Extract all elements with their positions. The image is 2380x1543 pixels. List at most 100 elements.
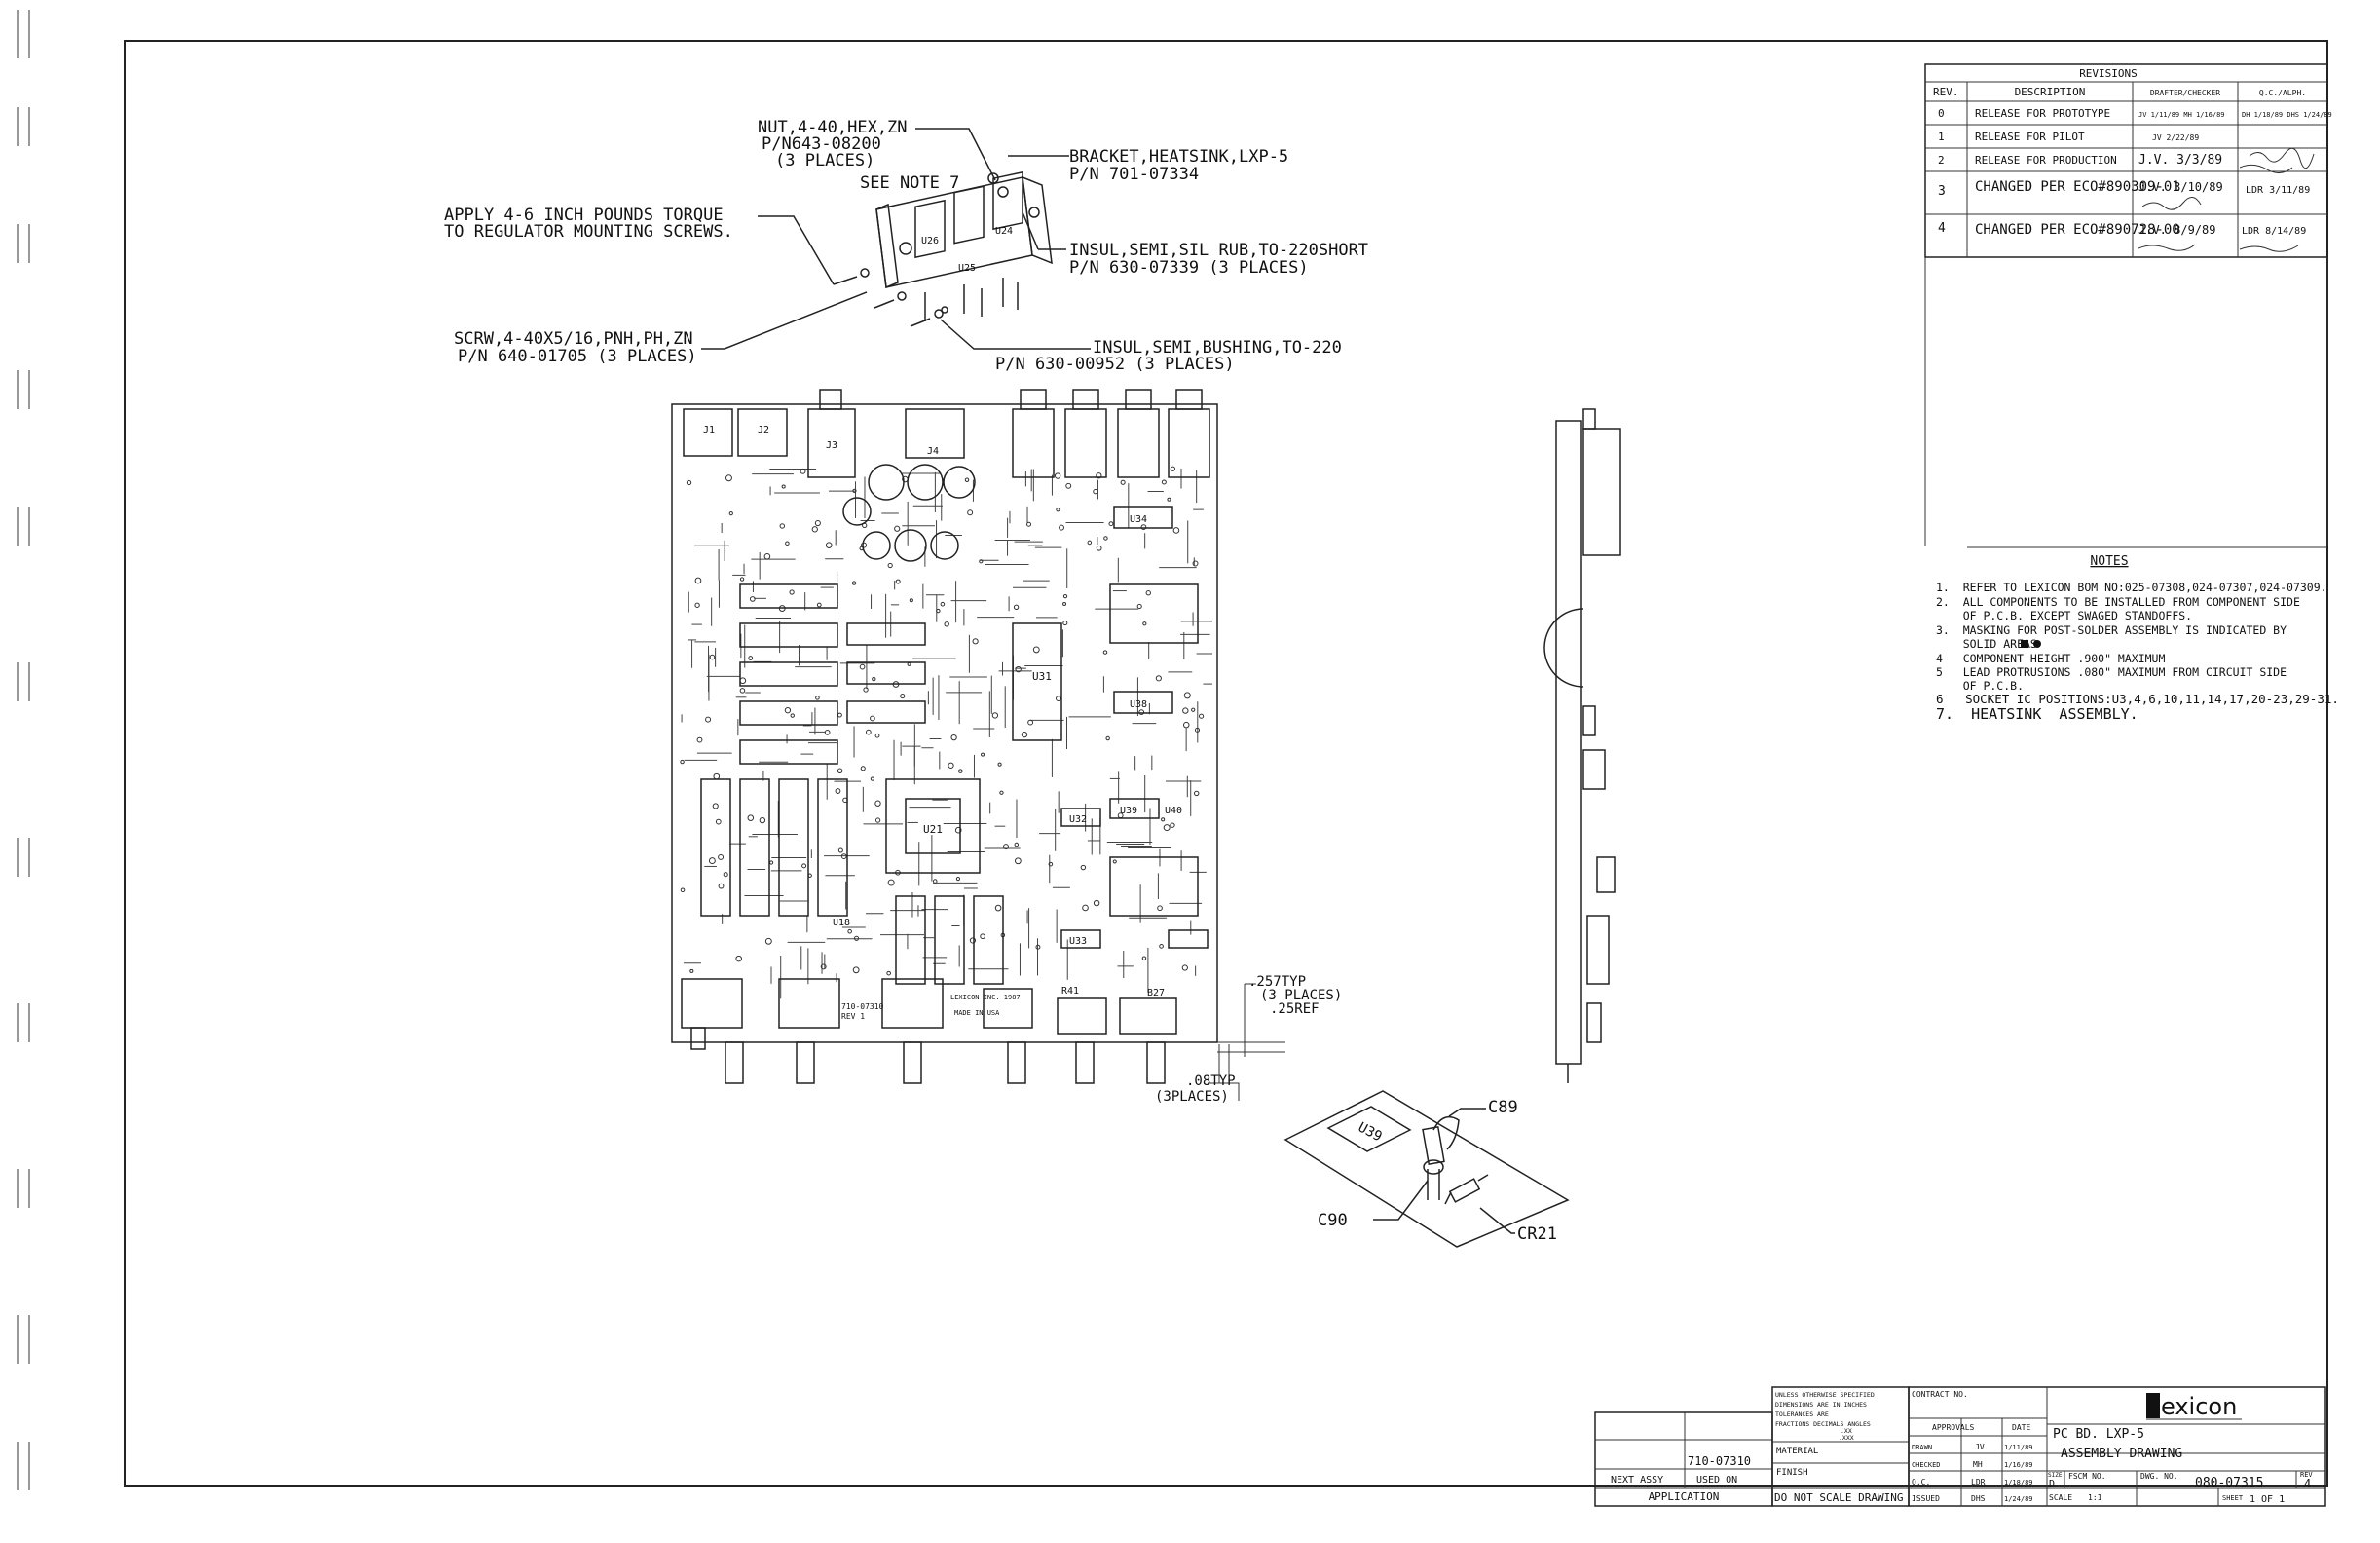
- pcb-pad: [1194, 727, 1201, 733]
- rev-value: 4: [2304, 1477, 2311, 1490]
- pcb-pad: [1141, 956, 1147, 960]
- drawn-role: DRAWN: [1912, 1444, 1932, 1451]
- pcb-pad: [981, 752, 985, 757]
- qc-role: Q.C.: [1912, 1478, 1930, 1487]
- pcb-pad: [1167, 497, 1171, 502]
- callout-bushing-2: P/N 630-00952 (3 PLACES): [995, 355, 1235, 374]
- pcb-pad: [874, 817, 881, 823]
- pcb-pad: [815, 696, 820, 700]
- scale-label: SCALE: [2049, 1493, 2072, 1502]
- pcb-pad: [816, 602, 822, 608]
- rev-row-3-qc: LDR 3/11/89: [2246, 185, 2310, 196]
- pcb-pad: [785, 541, 790, 546]
- pcb-pad: [1062, 621, 1068, 626]
- pcb-pad: [954, 826, 962, 834]
- pcb-pad: [1014, 857, 1022, 865]
- pcb-pad: [759, 816, 766, 824]
- note-line-7: OF P.C.B.: [1936, 679, 2024, 693]
- pcb-pad: [870, 715, 875, 722]
- label-u40: U40: [1165, 806, 1182, 816]
- pcb-pad: [723, 872, 728, 878]
- notes-title: NOTES: [2090, 554, 2128, 569]
- pcb-pad: [739, 577, 745, 582]
- regulator-u26: U26: [921, 236, 939, 246]
- pcb-pad: [887, 562, 893, 569]
- audio-jacks-top: [819, 389, 1210, 478]
- pcb-pad: [1035, 944, 1041, 950]
- margin-marks: [17, 10, 30, 1490]
- pcb-pad: [781, 484, 786, 489]
- pcb-pad: [1140, 524, 1147, 530]
- pcb-pad: [1193, 790, 1200, 797]
- pcb-pad: [1136, 603, 1142, 610]
- board-made-in: MADE IN USA: [954, 1009, 1000, 1017]
- rev-row-4-drafter: J.V. 8/9/89: [2138, 223, 2215, 237]
- pcb-pad: [1048, 861, 1054, 867]
- pcb-pad: [705, 716, 712, 723]
- note-line-4: SOLID AREAS: [1936, 637, 2037, 651]
- pcb-pad: [1182, 707, 1189, 714]
- rev-row-2-rev: 2: [1938, 154, 1945, 167]
- drawing-title-1: PC BD. LXP-5: [2053, 1427, 2144, 1442]
- note-line-5: 4 COMPONENT HEIGHT .900" MAXIMUM: [1936, 652, 2165, 665]
- pcb-pad: [1102, 650, 1108, 655]
- used-on-label: USED ON: [1696, 1475, 1737, 1486]
- pcb-pad: [1021, 731, 1028, 738]
- pcb-pad: [709, 654, 716, 660]
- pcb-pad: [840, 853, 847, 859]
- pcb-pad: [680, 759, 685, 765]
- rev-row-3-desc: CHANGED PER ECO#890309-01: [1975, 179, 2180, 195]
- callout-nut-2: P/N643-08200: [762, 134, 881, 154]
- pcb-pad: [1138, 709, 1145, 715]
- fscm-label: FSCM NO.: [2068, 1472, 2106, 1481]
- signature-rev4: [2138, 244, 2299, 252]
- pcb-pad: [718, 853, 725, 860]
- pcb-pad: [1155, 675, 1162, 682]
- pcb-pad: [1170, 466, 1176, 471]
- rev-row-2-desc: RELEASE FOR PRODUCTION: [1975, 154, 2117, 167]
- callout-screw-2: P/N 640-01705 (3 PLACES): [458, 347, 697, 366]
- checked-who: MH: [1973, 1460, 1983, 1469]
- pcb-pad: [847, 928, 852, 934]
- rev-header-rev: REV.: [1933, 86, 1959, 98]
- pcb-pad: [900, 694, 906, 699]
- pcb-pad: [811, 526, 818, 533]
- pcb-pad: [820, 963, 827, 970]
- callout-nut-1: NUT,4-40,HEX,ZN: [758, 118, 908, 137]
- connector-j1: [683, 408, 733, 457]
- pcb-pad: [1161, 817, 1166, 822]
- checked-date: 1/16/89: [2004, 1461, 2033, 1469]
- note-line-0: 1. REFER TO LEXICON BOM NO:025-07308,024…: [1936, 581, 2327, 594]
- pcb-board: J1 J2 J3 J4: [671, 389, 1342, 1105]
- pcb-pad: [763, 552, 771, 560]
- label-u38: U38: [1130, 699, 1147, 710]
- rev-header-desc: DESCRIPTION: [2015, 86, 2086, 98]
- drawing-title-2: ASSEMBLY DRAWING: [2061, 1447, 2182, 1461]
- pcb-pad: [969, 937, 977, 944]
- label-u39: U39: [1120, 806, 1137, 816]
- callout-insul-sil-2: P/N 630-07339 (3 PLACES): [1069, 258, 1309, 278]
- rev-row-3-desc-text: CHANGED PER ECO#890309-01: [1975, 179, 2180, 195]
- pcb-pad: [872, 676, 876, 682]
- pcb-pad: [860, 766, 866, 772]
- pcb-pad: [728, 511, 733, 516]
- callout-see-note: SEE NOTE 7: [860, 173, 959, 193]
- material-label: MATERIAL: [1776, 1447, 1818, 1456]
- pcb-pad: [1157, 905, 1163, 912]
- pcb-pad: [1032, 646, 1040, 654]
- tol-line-0: UNLESS OTHERWISE SPECIFIED: [1775, 1391, 1875, 1399]
- pcb-pad: [1192, 560, 1199, 567]
- pcb-pad: [964, 477, 970, 482]
- pcb-pad: [747, 814, 755, 821]
- connector-j2: [737, 408, 788, 457]
- title-block: 710-07310 NEXT ASSY USED ON APPLICATION …: [1594, 1386, 2326, 1507]
- pcb-pad: [1096, 545, 1102, 551]
- pcb-pad: [958, 769, 963, 773]
- pcb-pad: [1027, 719, 1034, 726]
- pcb-pad: [1112, 859, 1117, 864]
- note-line-8: 6 SOCKET IC POSITIONS:U3,4,6,10,11,14,17…: [1936, 692, 2339, 706]
- callout-bushing-1: INSUL,SEMI,BUSHING,TO-220: [1093, 338, 1342, 358]
- pcb-side-view: [1543, 408, 1621, 1083]
- pcb-pad: [708, 857, 716, 865]
- pcb-pad: [972, 638, 979, 645]
